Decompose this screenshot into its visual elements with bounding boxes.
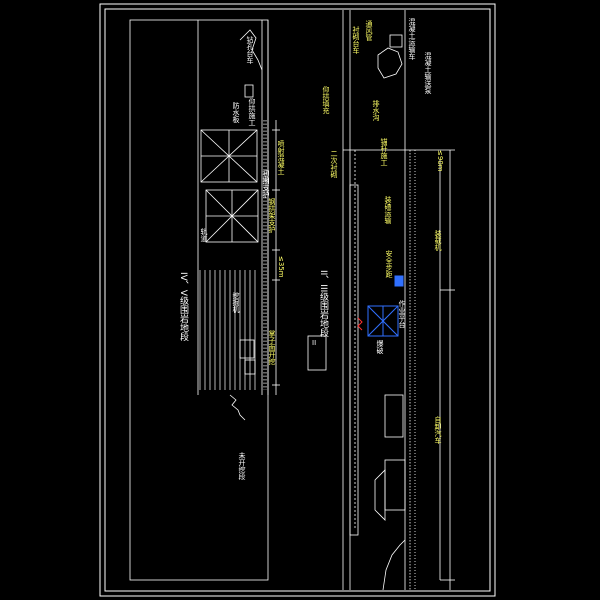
label-waterproof: 防水板: [232, 102, 240, 123]
label-secondary-lining: 二次衬砌: [330, 150, 338, 178]
label-lining-trolley: 衬砌台车: [352, 26, 360, 54]
label-steel-arch: 钢拱架支护: [268, 198, 276, 233]
label-dump-truck: 自卸汽车: [434, 416, 442, 444]
label-invert-fill: 仰拱填充: [322, 86, 330, 114]
title-section-ii-iii: II、III级围岩地段: [318, 270, 328, 338]
label-ventilation: 通风管: [365, 20, 373, 41]
label-excavator: 挖掘机: [232, 292, 240, 313]
label-initial-support: 初期支护: [262, 170, 270, 198]
label-work-platform: 作业平台: [398, 300, 406, 328]
section-ii-box: [307, 335, 327, 371]
label-drilling-jumbo: 钻孔台车: [246, 36, 254, 64]
label-spray-concrete: 喷射混凝土: [277, 140, 285, 175]
roman-ii-label: II: [312, 339, 317, 347]
label-mixer: 混凝土输送泵: [424, 52, 432, 94]
outer-border: [99, 3, 496, 597]
title-section-iv-v: IV、V级围岩地段: [178, 272, 188, 341]
label-distance-b: ≤90m: [436, 150, 444, 172]
label-rail: 轨道: [200, 228, 208, 242]
label-loader: 装载机: [434, 230, 442, 251]
label-safety-step: 安全步距: [385, 250, 393, 278]
label-inverted-arch: 仰拱施工: [248, 98, 256, 126]
label-drainage: 排水沟: [372, 100, 380, 121]
label-concrete-truck: 混凝土运输车: [408, 18, 416, 60]
label-distance-a: ≤35m: [277, 256, 285, 278]
inner-border: [104, 8, 491, 592]
label-anchor-bolt: 锚杆施工: [380, 138, 388, 166]
label-face-excavation: 掌子面开挖: [268, 330, 276, 365]
section-iv-v-drawing: [129, 19, 280, 581]
blast-mark: [357, 317, 363, 331]
work-platform-shape: [367, 275, 404, 337]
label-blast: 爆破: [376, 340, 384, 354]
label-muck-loading: 装碴运输: [384, 196, 392, 224]
label-not-excavated: 未开挖段: [238, 452, 246, 480]
section-ii-iii-drawing: [342, 10, 455, 591]
